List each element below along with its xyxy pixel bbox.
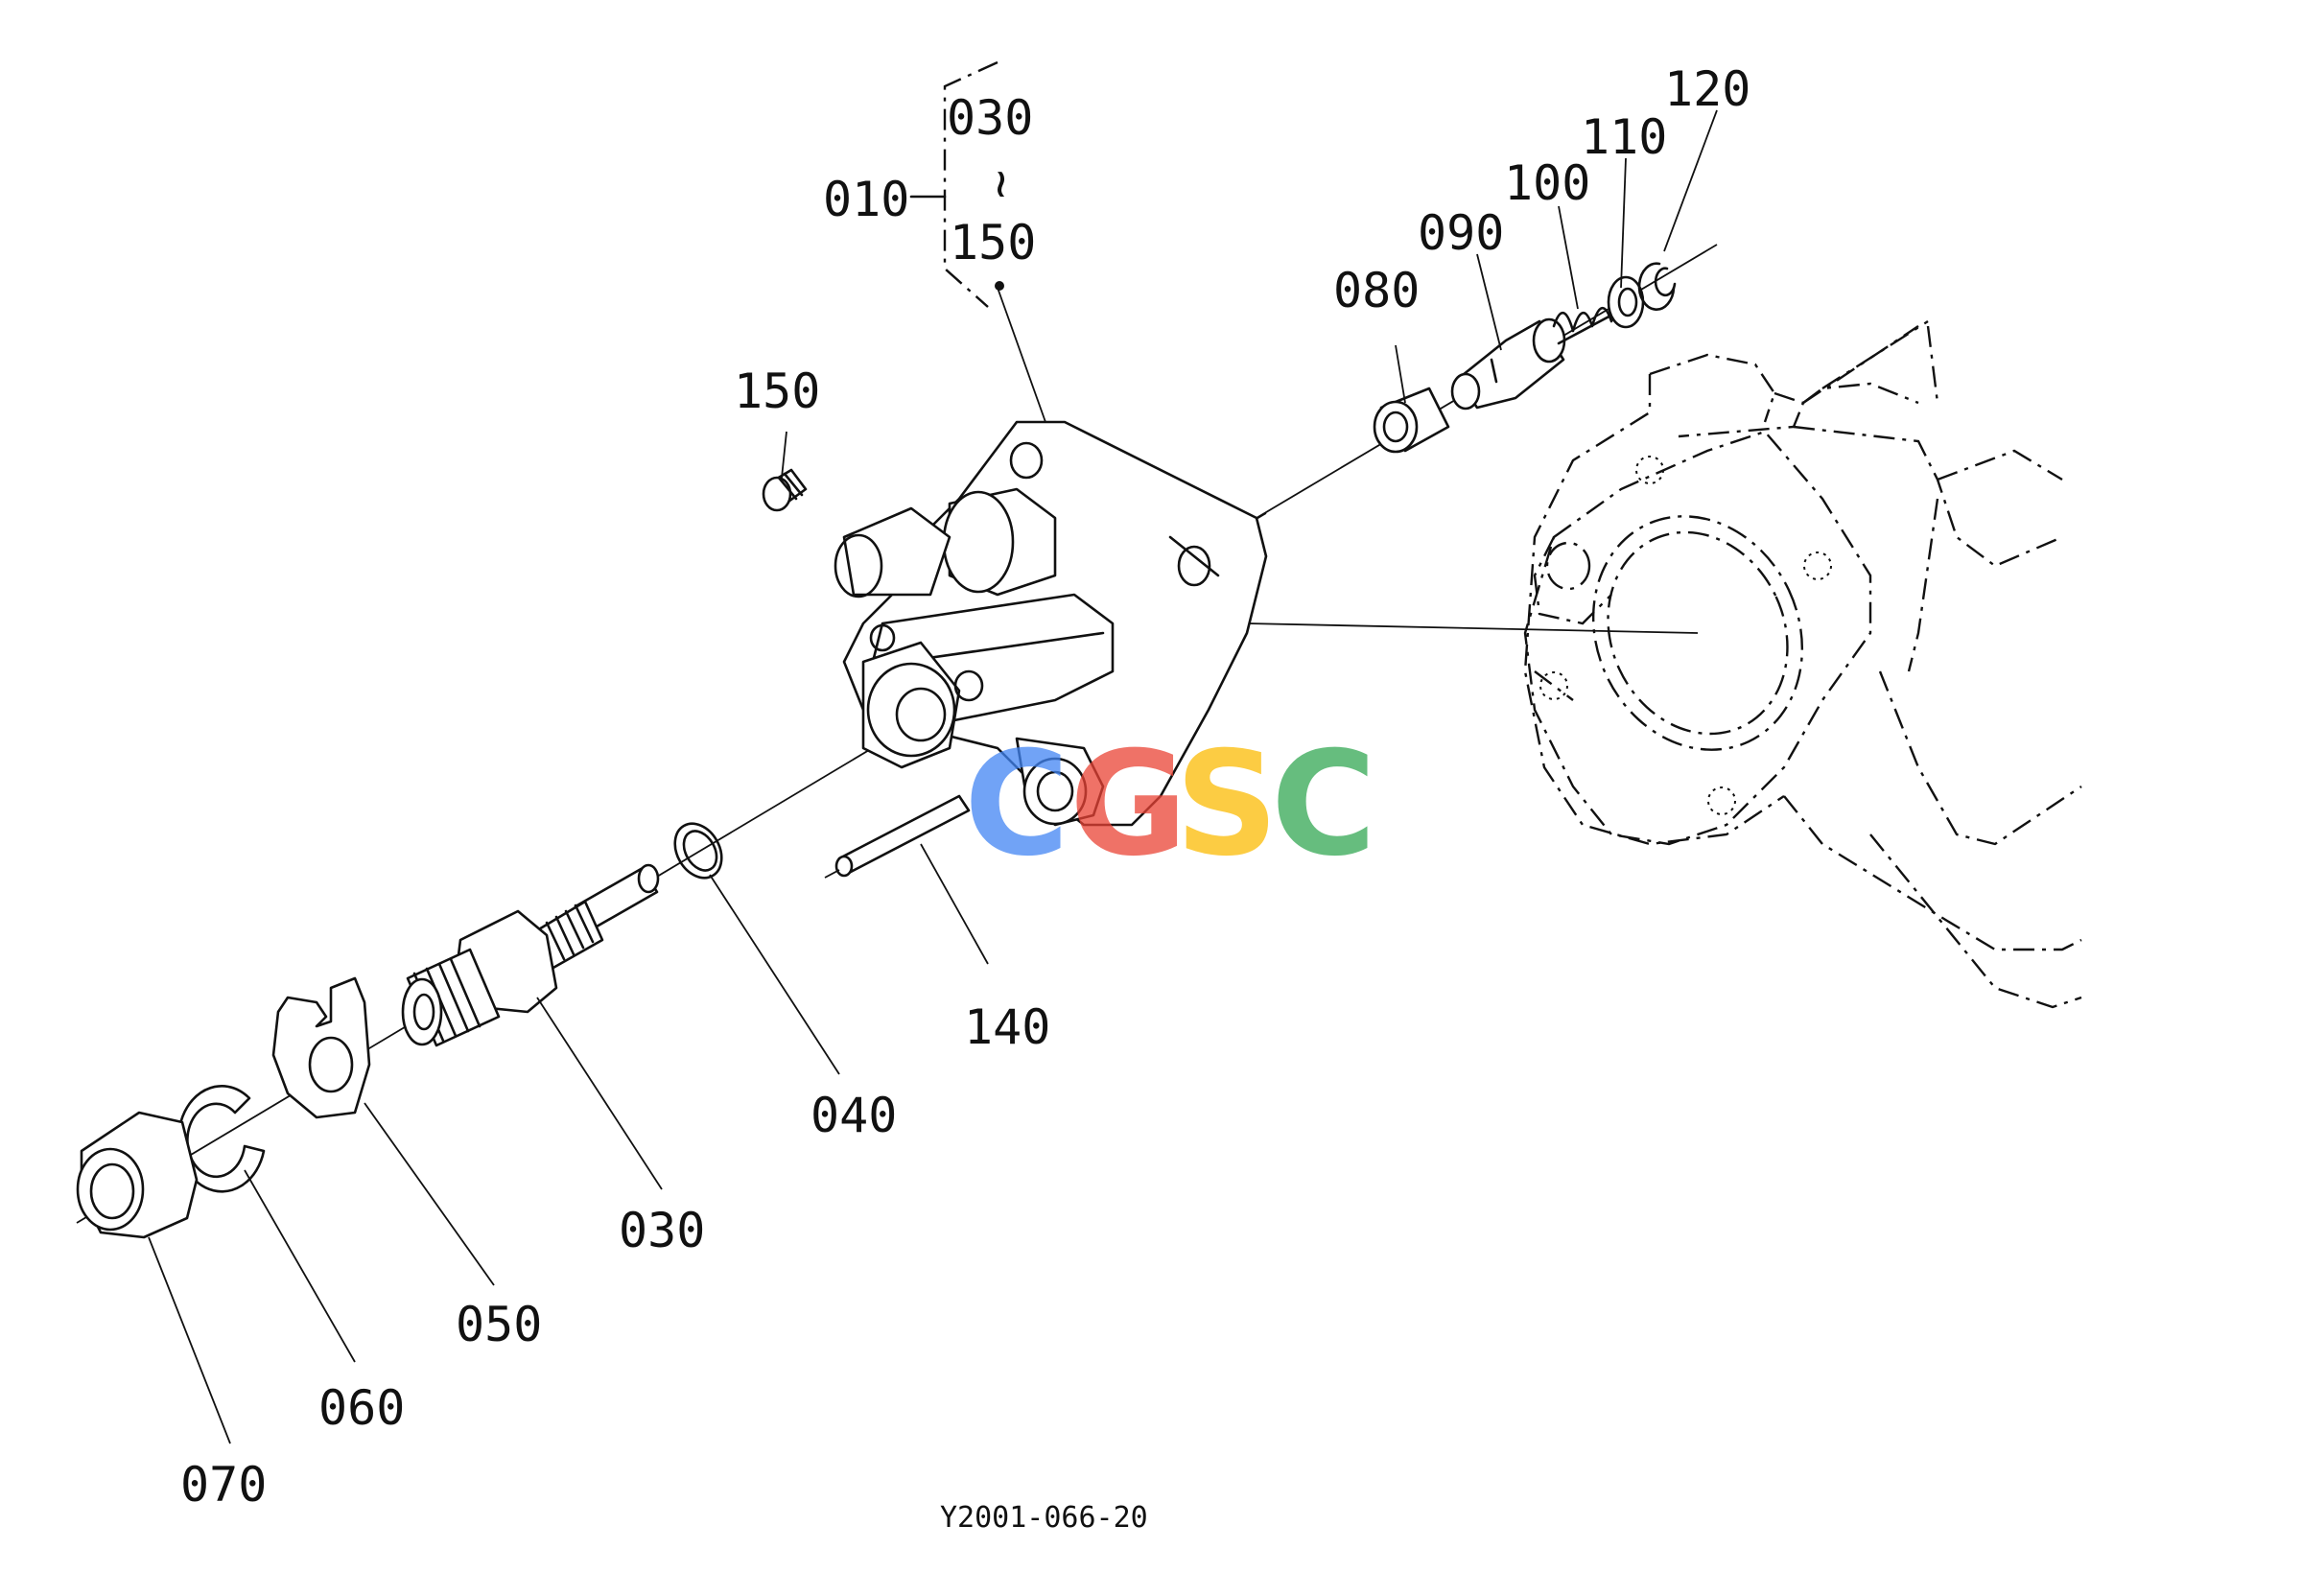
label-090: 090 [1418,205,1504,261]
part-050-lock-plate [271,976,371,1119]
label-100: 100 [1504,155,1590,211]
part-140-pin [824,794,971,879]
label-080: 080 [1333,263,1420,318]
watermark-letter-c2: C [1271,721,1376,888]
part-120-circlip [1637,262,1677,311]
gear-case-outline [1523,319,2082,1009]
part-080-collar [1373,387,1450,454]
part-060-lock-washer [176,1085,266,1193]
label-040: 040 [810,1088,897,1143]
label-050: 050 [456,1297,542,1352]
watermark-letter-c: C [964,721,1069,888]
leader-lines [148,109,1718,1444]
label-110: 110 [1581,109,1667,165]
label-150: 150 [734,364,820,419]
watermark-letter-g: G [1069,721,1187,888]
range-bracket-010 [909,60,1004,308]
drawing-code: Y2001-066-20 [940,1501,1148,1535]
label-030-range: 030 [947,90,1033,146]
plug-150 [762,468,808,512]
label-120: 120 [1664,61,1750,117]
oil-pump-housing [834,287,1268,827]
label-140: 140 [964,999,1050,1055]
label-010: 010 [823,172,909,227]
part-110-washer [1607,275,1645,329]
label-range-separator: ~ [975,170,1030,199]
part-090-valve [1450,317,1566,411]
part-040-o-ring [673,822,723,880]
mount-axis-line [1246,622,1699,634]
label-030: 030 [619,1203,705,1258]
label-070: 070 [180,1457,267,1513]
label-060: 060 [318,1380,405,1436]
label-150-range: 150 [950,215,1036,270]
watermark-cgsc: C G S C [964,721,1376,888]
part-070-nut [76,1111,199,1239]
watermark-letter-s: S [1175,721,1279,888]
part-030-nipple [401,863,660,1047]
